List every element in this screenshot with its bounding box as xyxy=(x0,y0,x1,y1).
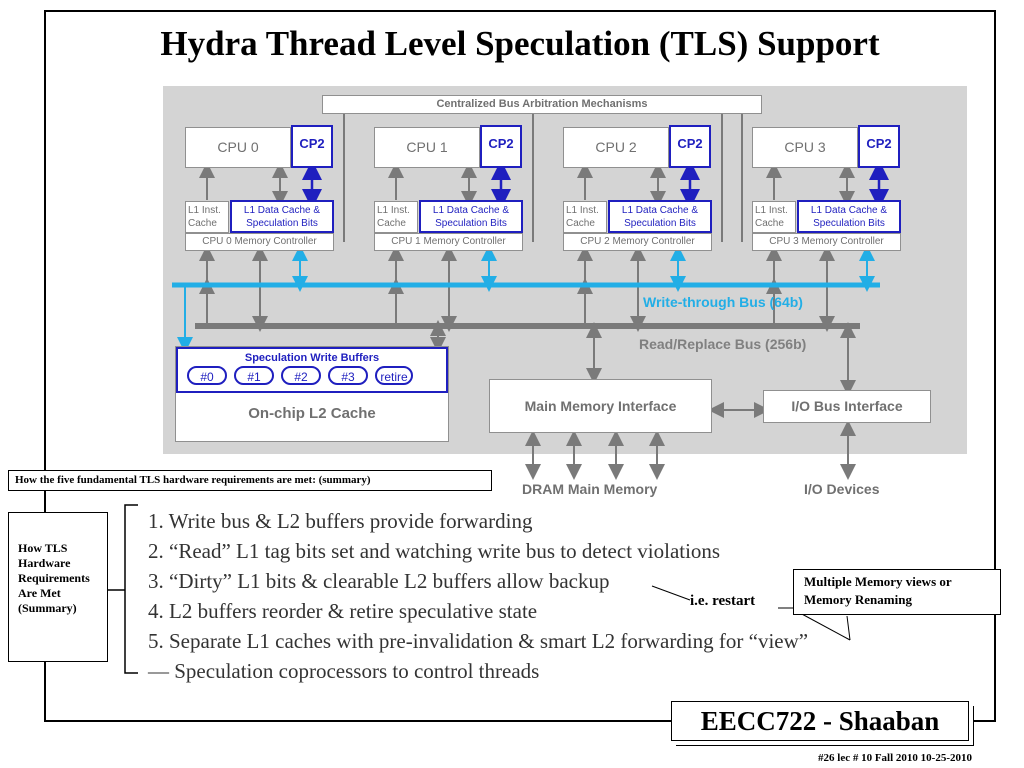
io-bus-interface: I/O Bus Interface xyxy=(763,390,931,423)
speculation-buffer-1: #1 xyxy=(234,366,274,385)
speculation-buffer-4: retire xyxy=(375,366,413,385)
l1-inst-label-2: Cache xyxy=(755,218,784,229)
summary-item: 4. L2 buffers reorder & retire speculati… xyxy=(148,599,538,623)
memory-controller-2: CPU 2 Memory Controller xyxy=(563,233,712,251)
memory-views-note: Multiple Memory views or Memory Renaming xyxy=(793,569,1001,615)
l1-data-label-1: L1 Data Cache & xyxy=(243,205,321,216)
l2-cache-label: On-chip L2 Cache xyxy=(248,405,376,422)
l1-inst-cache-1: L1 Inst. Cache xyxy=(374,201,418,233)
l1-inst-label-1: L1 Inst. xyxy=(188,205,221,216)
slide-title: Hydra Thread Level Speculation (TLS) Sup… xyxy=(160,24,880,63)
speculation-buffer-2: #2 xyxy=(281,366,321,385)
cpu-2-box: CPU 2 xyxy=(563,127,669,168)
l1-inst-cache-2: L1 Inst. Cache xyxy=(563,201,607,233)
l1-inst-label-1: L1 Inst. xyxy=(755,205,788,216)
memory-views-note-line-1: Multiple Memory views or xyxy=(804,574,952,589)
side-label-line: (Summary) xyxy=(18,601,77,615)
course-footer: EECC722 - Shaaban xyxy=(671,701,969,741)
summary-item: 1. Write bus & L2 buffers provide forwar… xyxy=(148,509,533,533)
summary-caption: How the five fundamental TLS hardware re… xyxy=(8,470,492,491)
l1-inst-label-1: L1 Inst. xyxy=(566,205,599,216)
cp2-2-box: CP2 xyxy=(669,125,711,168)
cp2-0-box: CP2 xyxy=(291,125,333,168)
l2-cache-block: Speculation Write Buffers #0 #1 #2 #3 retire… xyxy=(175,346,449,442)
memory-controller-0: CPU 0 Memory Controller xyxy=(185,233,334,251)
l1-inst-label-2: Cache xyxy=(377,218,406,229)
side-label-line: Are Met xyxy=(18,586,61,600)
speculation-buffer-0: #0 xyxy=(187,366,227,385)
l1-inst-cache-3: L1 Inst. Cache xyxy=(752,201,796,233)
side-label-line: Requirements xyxy=(18,571,90,585)
cpu-1-box: CPU 1 xyxy=(374,127,480,168)
cpu-3-box: CPU 3 xyxy=(752,127,858,168)
summary-item: — Speculation coprocessors to control th… xyxy=(148,659,540,683)
l1-data-label-2: Speculation Bits xyxy=(435,218,507,229)
l1-data-label-2: Speculation Bits xyxy=(813,218,885,229)
l1-data-label-1: L1 Data Cache & xyxy=(621,205,699,216)
memory-views-note-line-2: Memory Renaming xyxy=(804,592,912,607)
speculation-buffer-3: #3 xyxy=(328,366,368,385)
l1-inst-label-1: L1 Inst. xyxy=(377,205,410,216)
l1-inst-label-2: Cache xyxy=(566,218,595,229)
summary-item: 5. Separate L1 caches with pre-invalidat… xyxy=(148,629,809,653)
speculation-write-buffers-title: Speculation Write Buffers xyxy=(244,352,380,364)
lecture-meta: #26 lec # 10 Fall 2010 10-25-2010 xyxy=(818,752,972,764)
main-memory-interface: Main Memory Interface xyxy=(489,379,712,433)
write-through-bus-label: Write-through Bus (64b) xyxy=(643,294,803,310)
slide-frame xyxy=(44,10,996,722)
cp2-1-box: CP2 xyxy=(480,125,522,168)
l1-data-label-2: Speculation Bits xyxy=(246,218,318,229)
side-label-line: How TLS xyxy=(18,541,68,555)
l1-data-label-1: L1 Data Cache & xyxy=(810,205,888,216)
l1-inst-label-2: Cache xyxy=(188,218,217,229)
l1-inst-cache-0: L1 Inst. Cache xyxy=(185,201,229,233)
l1-data-cache-1: L1 Data Cache & Speculation Bits xyxy=(419,200,523,233)
summary-item: 2. “Read” L1 tag bits set and watching w… xyxy=(148,539,721,563)
io-devices-label: I/O Devices xyxy=(804,481,880,497)
side-label-line: Hardware xyxy=(18,556,71,570)
summary-list: 1. Write bus & L2 buffers provide forwar… xyxy=(148,506,808,686)
memory-controller-3: CPU 3 Memory Controller xyxy=(752,233,901,251)
l1-data-label-2: Speculation Bits xyxy=(624,218,696,229)
bus-arbitration-box: Centralized Bus Arbitration Mechanisms xyxy=(322,95,762,114)
cpu-0-box: CPU 0 xyxy=(185,127,291,168)
l1-data-label-1: L1 Data Cache & xyxy=(432,205,510,216)
dram-label: DRAM Main Memory xyxy=(522,481,658,497)
l1-data-cache-2: L1 Data Cache & Speculation Bits xyxy=(608,200,712,233)
l1-data-cache-3: L1 Data Cache & Speculation Bits xyxy=(797,200,901,233)
l1-data-cache-0: L1 Data Cache & Speculation Bits xyxy=(230,200,334,233)
speculation-write-buffers: Speculation Write Buffers #0 #1 #2 #3 retire xyxy=(176,347,448,393)
memory-controller-1: CPU 1 Memory Controller xyxy=(374,233,523,251)
cp2-3-box: CP2 xyxy=(858,125,900,168)
summary-item: 3. “Dirty” L1 bits & clearable L2 buffer… xyxy=(148,569,610,593)
restart-note: i.e. restart xyxy=(690,593,756,609)
read-replace-bus-label: Read/Replace Bus (256b) xyxy=(639,336,807,352)
